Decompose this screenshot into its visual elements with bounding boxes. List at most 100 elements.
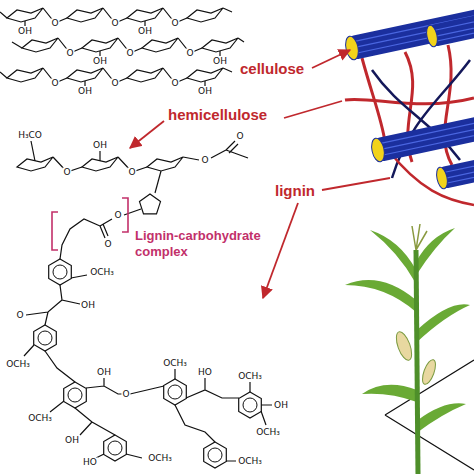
corn-plant (416, 228, 455, 274)
microfibril-illustration (370, 137, 387, 163)
atom-label: OCH₃ (237, 372, 263, 381)
atom-label: OCH₃ (147, 454, 173, 463)
corn-plant (345, 280, 416, 312)
leader-arrow (284, 101, 342, 118)
microfibril-illustration (392, 60, 470, 178)
atom-label: O (103, 240, 112, 249)
leader-arrow (130, 121, 164, 148)
atom-label: O (200, 156, 209, 165)
cellulose-structure (7, 68, 43, 82)
atom-label: H₃CO (17, 131, 43, 140)
atom-label: O (15, 311, 24, 320)
atom-label: OH (212, 57, 228, 66)
lignin-structure (239, 392, 262, 418)
cellulose-structure (0, 8, 244, 86)
atom-label: O (110, 19, 119, 28)
component-label: cellulose (240, 60, 304, 78)
atom-label: O (50, 79, 59, 88)
lignin-structure (204, 442, 227, 468)
microfibril-illustration (435, 19, 474, 41)
lignin-structure (175, 405, 236, 461)
atom-label: O (65, 49, 74, 58)
leader-arrow (312, 50, 350, 68)
component-label: Lignin-carbohydrate complex (135, 228, 275, 259)
atom-label: OH (17, 27, 33, 36)
cellulose-structure (7, 8, 43, 22)
atom-label: O (127, 168, 136, 177)
corn-plant (420, 358, 438, 386)
lignin-structure (164, 379, 187, 405)
leader-arrow (263, 203, 298, 298)
microfibril-illustration (445, 161, 474, 183)
atom-label: O (125, 49, 134, 58)
corn-plant (393, 330, 415, 362)
atom-label: O (110, 79, 119, 88)
microfibril-illustration (344, 7, 474, 205)
microfibril-illustration (370, 111, 474, 163)
component-label: lignin (275, 182, 315, 200)
atom-label: OCH₃ (5, 360, 31, 369)
atom-label: O (121, 390, 130, 399)
hemicellulose-structure (155, 171, 161, 193)
atom-label: HO (82, 458, 98, 467)
lignin-structure (34, 325, 57, 351)
lignin-structure (24, 259, 272, 468)
cellulose-structure (67, 68, 103, 82)
cellulose-structure (67, 8, 103, 22)
lignin-structure (250, 382, 272, 425)
microfibril-illustration (344, 35, 361, 61)
microfibril-illustration (435, 166, 449, 190)
leader-arrow (130, 50, 390, 298)
corn-plant (417, 304, 470, 342)
atom-label: OCH₃ (237, 457, 263, 466)
atom-label: OH (273, 401, 289, 410)
microfibril-illustration (425, 13, 474, 48)
linkage-bracket (52, 212, 58, 250)
cellulose-structure (142, 38, 178, 52)
atom-label: HO (197, 368, 213, 377)
atom-label: OH (64, 436, 80, 445)
hemicellulose-structure (183, 141, 248, 160)
cellulose-structure (202, 38, 238, 52)
linkage-bracket (122, 198, 128, 232)
atom-label: O (235, 132, 244, 141)
corn-plant (370, 230, 416, 282)
atom-label: OH (92, 57, 108, 66)
atom-label: OH (137, 27, 153, 36)
microfibril-illustration (345, 98, 474, 104)
corn-plant (412, 224, 427, 250)
cellulose-structure (187, 68, 223, 82)
atom-label: OCH₃ (255, 428, 281, 437)
microfibril-illustration (376, 111, 474, 162)
atom-label: O (185, 49, 194, 58)
cellulose-structure (127, 8, 163, 22)
atom-label: OCH₃ (162, 359, 188, 368)
lignin-structure (104, 435, 127, 461)
microfibril-illustration (381, 117, 474, 155)
cellulose-structure (127, 68, 163, 82)
cellulose-structure (22, 38, 58, 52)
atom-label: O (50, 19, 59, 28)
atom-label: O (62, 168, 71, 177)
atom-label: OH (197, 87, 213, 96)
hemicellulose-structure (147, 157, 183, 171)
cellulose-structure (82, 38, 118, 52)
atom-label: OH (80, 301, 96, 310)
hemicellulose-structure (60, 209, 141, 259)
atom-label: OH (92, 141, 108, 150)
lignin-structure (64, 382, 87, 408)
atom-label: OH (96, 368, 112, 377)
microfibril-illustration (425, 24, 439, 48)
atom-label: O (113, 211, 122, 220)
atom-label: O (170, 79, 179, 88)
atom-label: OCH₃ (27, 414, 53, 423)
cellulose-structure (187, 8, 223, 22)
corn-plant (362, 385, 417, 402)
hemicellulose-structure (140, 194, 161, 214)
lignin-structure (49, 259, 72, 285)
atom-label: OH (77, 87, 93, 96)
corn-plant (345, 224, 474, 474)
component-label: hemicellulose (168, 106, 267, 124)
